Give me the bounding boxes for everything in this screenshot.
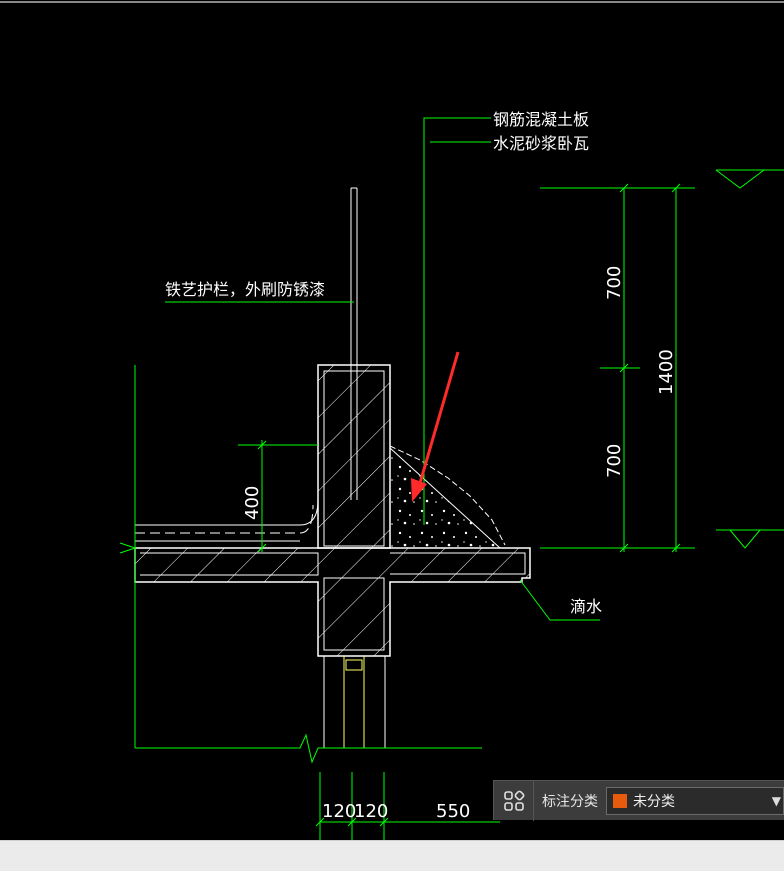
parapet-wall (317, 364, 391, 549)
annotation-category-select[interactable]: 未分类 ▼ (606, 786, 784, 815)
cad-viewport[interactable]: 钢筋混凝土板 水泥砂浆卧瓦 铁艺护栏，外刷防锈漆 滴水 400 700 700 … (0, 0, 784, 840)
dim-1400: 1400 (656, 349, 677, 395)
status-strip (0, 840, 784, 871)
mortar-fill (389, 445, 506, 549)
dimension-lines (119, 117, 784, 840)
label-railing: 铁艺护栏，外刷防锈漆 (165, 280, 325, 299)
annotation-category-bar: 标注分类 未分类 ▼ (493, 780, 784, 821)
cad-drawing: 钢筋混凝土板 水泥砂浆卧瓦 铁艺护栏，外刷防锈漆 滴水 400 700 700 … (0, 1, 784, 840)
dim-700-lower: 700 (604, 444, 625, 478)
dim-120-a: 120 (322, 801, 356, 822)
grid-icon[interactable] (494, 780, 534, 821)
dim-120-b: 120 (354, 801, 388, 822)
roof-layers (135, 470, 319, 542)
annotation-category-value: 未分类 (633, 793, 675, 810)
red-arrow-icon (411, 351, 460, 502)
annotation-category-label: 标注分类 (542, 793, 598, 810)
category-color-swatch (613, 793, 627, 808)
label-drip: 滴水 (570, 597, 602, 616)
dim-400: 400 (242, 486, 263, 520)
dim-550: 550 (436, 801, 470, 822)
chevron-down-icon[interactable]: ▼ (771, 793, 781, 808)
rc-slab (134, 547, 531, 657)
column (323, 656, 386, 748)
dim-700-upper: 700 (604, 266, 625, 300)
label-mortar-tile: 水泥砂浆卧瓦 (493, 134, 589, 153)
label-rc-slab: 钢筋混凝土板 (493, 110, 589, 129)
